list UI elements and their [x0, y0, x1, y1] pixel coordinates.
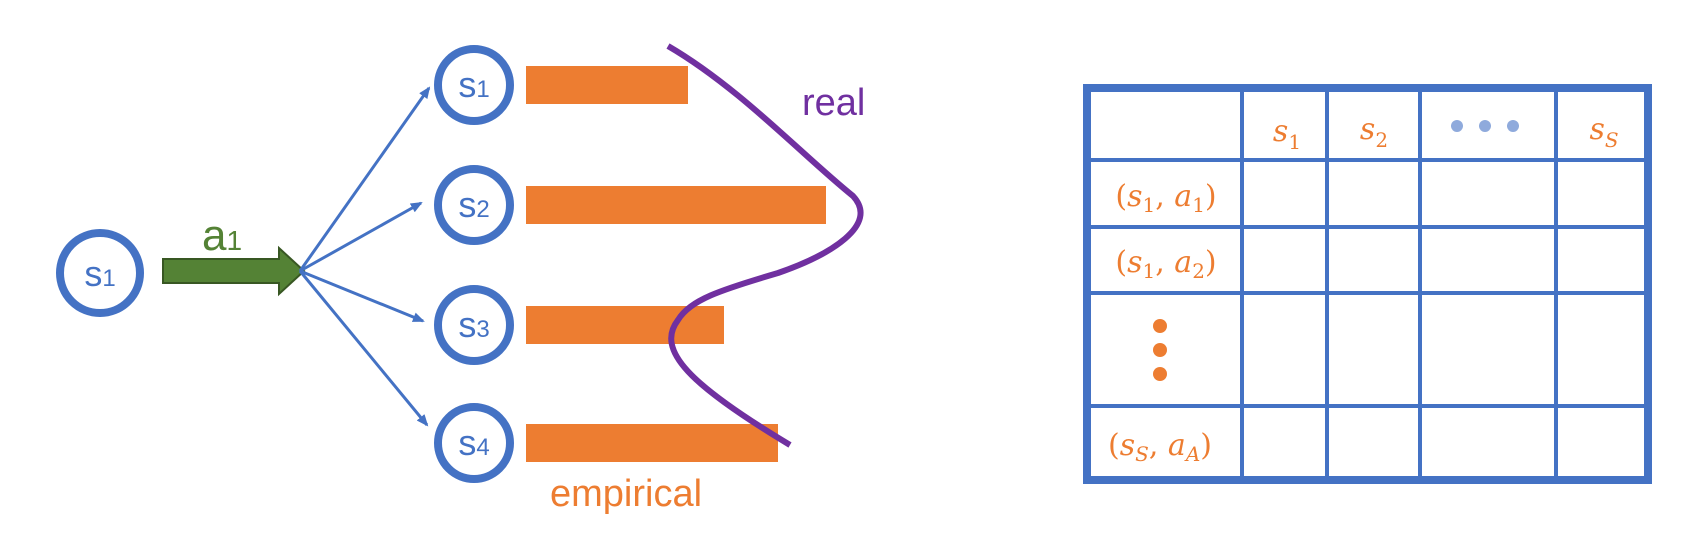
- next-states-group: s1 s2 s3 s4: [434, 45, 826, 483]
- transition-table: s1 s2 sS (s1, a1) (s1, a2) (sS, aA): [1083, 84, 1652, 484]
- ellipsis-dot: [1153, 319, 1167, 333]
- row-header-ellipsis: [1153, 319, 1167, 381]
- next-state-label-s2: s2: [458, 184, 489, 225]
- action-arrow: [162, 245, 306, 297]
- empirical-label: empirical: [550, 473, 702, 515]
- edge-to-s2: [299, 201, 423, 273]
- row-header-s1-a1: (s1, a1): [1115, 179, 1216, 217]
- next-state-node-s1: [434, 45, 514, 125]
- ellipsis-dot: [1153, 367, 1167, 381]
- col-header-sS: sS: [1589, 112, 1618, 152]
- empirical-bar-s4: [526, 424, 778, 462]
- next-state-node-s4: [434, 403, 514, 483]
- ellipsis-dot: [1153, 343, 1167, 357]
- real-distribution-curve: [666, 43, 864, 448]
- table-inner-border: [1087, 88, 1648, 480]
- ellipsis-dot: [1507, 120, 1519, 132]
- source-state-label: s1: [84, 253, 115, 294]
- next-state-label-s3: s3: [458, 304, 489, 345]
- col-header-s1: s1: [1273, 114, 1301, 154]
- next-state-node-s2: [434, 165, 514, 245]
- source-state-node: s1: [56, 229, 144, 317]
- edge-to-s1: [298, 86, 431, 272]
- row-header-s1-a2: (s1, a2): [1115, 245, 1216, 283]
- next-state-node-s3: [434, 285, 514, 365]
- action-label: a1: [202, 211, 242, 260]
- next-state-label-s4: s4: [458, 422, 489, 463]
- next-state-label-s1: s1: [458, 64, 489, 105]
- real-label: real: [802, 82, 865, 124]
- row-header-sS-aA: (sS, aA): [1108, 428, 1212, 466]
- empirical-bar-s1: [526, 66, 688, 104]
- edge-to-s3: [299, 269, 425, 323]
- ellipsis-dot: [1479, 120, 1491, 132]
- table-border: [1083, 84, 1652, 484]
- edge-to-s4: [298, 270, 429, 427]
- transition-edges: [298, 86, 431, 427]
- col-header-ellipsis: [1451, 120, 1519, 132]
- col-header-s2: s2: [1360, 112, 1388, 152]
- empirical-bar-s3: [526, 306, 724, 344]
- empirical-bar-s2: [526, 186, 826, 224]
- ellipsis-dot: [1451, 120, 1463, 132]
